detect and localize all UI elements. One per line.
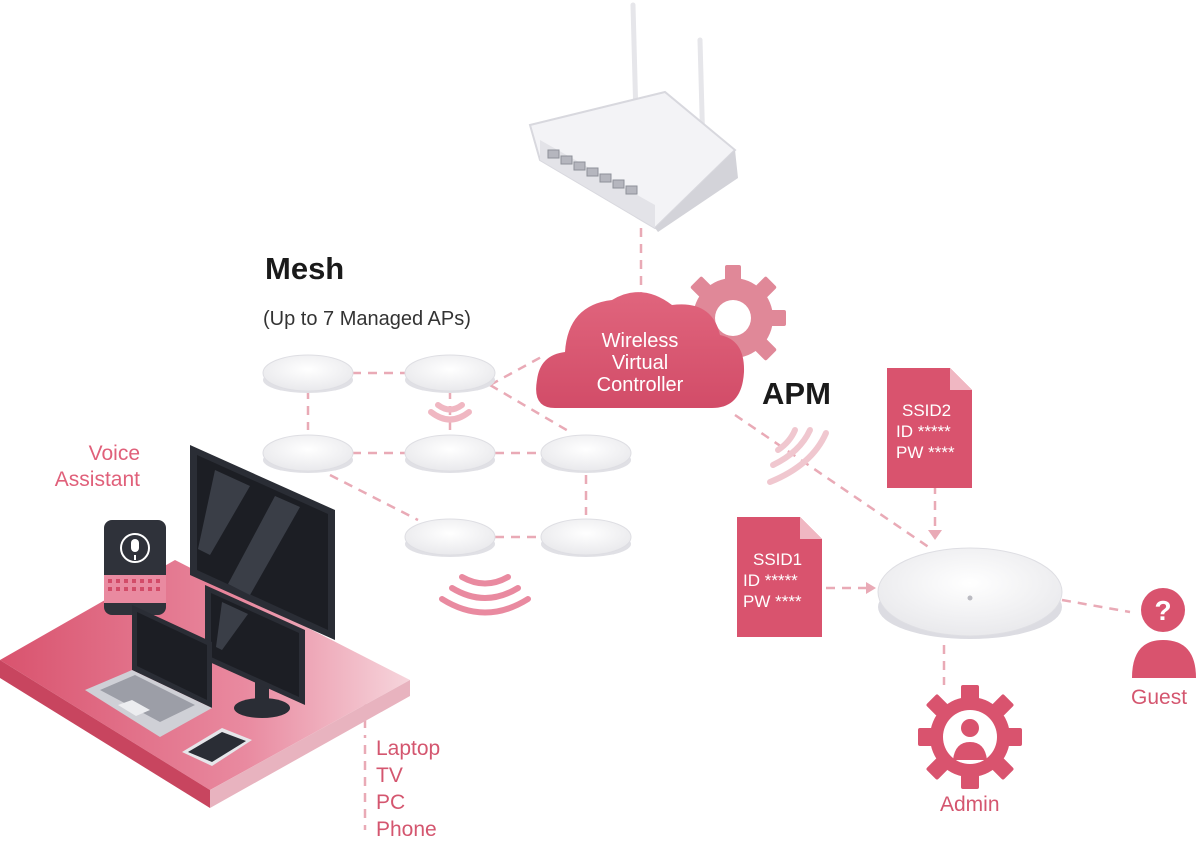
access-point-icon: [262, 354, 354, 393]
mesh-subtitle: (Up to 7 Managed APs): [263, 308, 471, 330]
router-icon: [528, 2, 738, 232]
laptop-icon: [85, 605, 212, 737]
access-point-icon: [540, 434, 632, 473]
svg-text:?: ?: [1154, 595, 1171, 626]
ssid1-name: SSID1: [753, 550, 803, 569]
guest-label: Guest: [1131, 686, 1188, 709]
device-label-phone: Phone: [376, 818, 437, 841]
cloud-label-line: Wireless: [601, 330, 679, 352]
ssid1-pw: PW ****: [743, 592, 802, 611]
wifi-signal-icon: [767, 427, 829, 485]
voice-assistant-label-line: Voice: [88, 442, 140, 465]
device-label-laptop: Laptop: [376, 737, 441, 760]
main-access-point-icon: [877, 547, 1063, 639]
access-point-icon: [404, 354, 496, 393]
wifi-signal-icon: [428, 402, 472, 423]
phone-icon: [182, 728, 252, 766]
admin-label: Admin: [940, 793, 1000, 816]
cloud-label-line: Controller: [596, 374, 684, 396]
ssid2-card: SSID2 ID ***** PW ****: [896, 400, 955, 463]
guest-icon: ?: [1132, 588, 1196, 678]
voice-assistant-label: Voice Assistant: [55, 441, 140, 494]
pc-monitor-icon: [205, 585, 305, 705]
access-point-icon: [404, 518, 496, 557]
cloud-label-line: Virtual: [611, 352, 669, 374]
arrow-icons: [866, 530, 942, 594]
ssid2-document-icon: [887, 368, 972, 488]
ssid2-name: SSID2: [902, 401, 952, 420]
ssid2-pw: PW ****: [896, 443, 955, 462]
device-label-tv: TV: [376, 764, 403, 787]
access-point-icon: [540, 518, 632, 557]
access-point-icon: [404, 434, 496, 473]
voice-assistant-label-line: Assistant: [54, 468, 140, 492]
wifi-signal-icon: [439, 574, 531, 616]
access-point-icon: [262, 434, 354, 473]
mesh-title: Mesh: [265, 251, 345, 286]
cloud-icon: [536, 292, 745, 408]
device-label-pc: PC: [376, 791, 406, 814]
cloud-label: Wireless Virtual Controller: [560, 330, 720, 396]
apm-title: APM: [762, 376, 831, 411]
ssid1-id: ID *****: [743, 571, 798, 590]
mesh-access-points: [262, 354, 632, 557]
ssid2-id: ID *****: [896, 422, 951, 441]
tv-icon: [190, 445, 335, 718]
ssid1-card: SSID1 ID ***** PW ****: [743, 549, 802, 612]
ssid1-document-icon: [737, 517, 822, 637]
admin-icon: [918, 685, 1022, 789]
voice-assistant-device-icon: [104, 520, 166, 615]
connection-lines: [305, 228, 1131, 830]
